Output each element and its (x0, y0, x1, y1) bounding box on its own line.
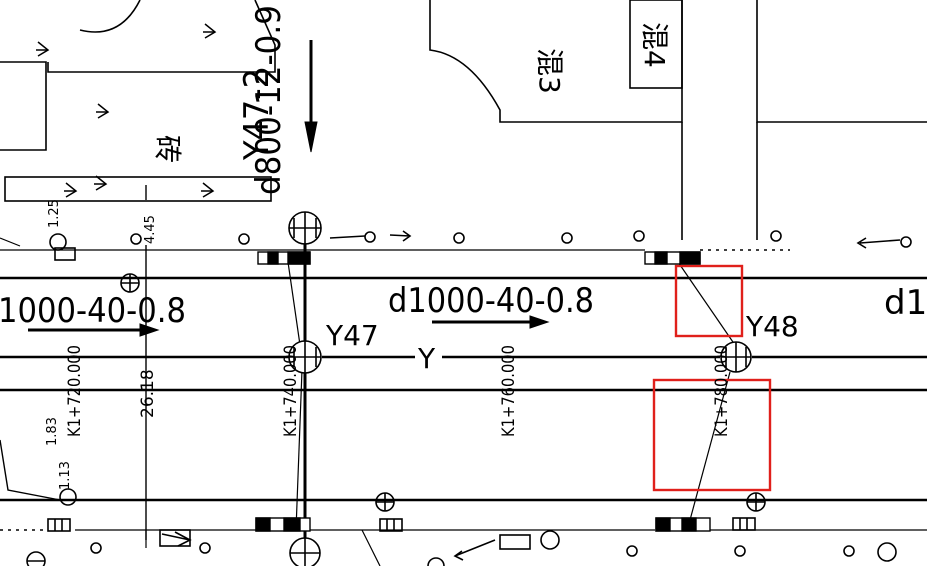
building-label-zhuan: 砖 (151, 135, 184, 163)
node-label-y: Y (417, 342, 436, 375)
pipe-label-left: 1000-40-0.8 (0, 291, 186, 331)
elevation-label-1-25: 1.25 (47, 199, 62, 228)
station-label-780: K1+780.000 (712, 345, 732, 437)
dimension-label-4-45: 4.45 (143, 215, 158, 244)
pipe-label-vertical: d800-12-0.9 (249, 5, 289, 195)
manholes (288, 211, 752, 566)
station-label-740: K1+740.000 (281, 345, 301, 437)
node-label-y48: Y48 (745, 310, 799, 343)
station-label-720: K1+720.000 (65, 345, 85, 437)
site-markers (26, 230, 912, 566)
elevation-label-1-83: 1.83 (45, 417, 60, 446)
inlet-blocks (255, 251, 711, 532)
flow-arrows (28, 40, 550, 337)
node-label-y47-2: Y47-2 (237, 68, 277, 161)
pipe-label-right: d10 (884, 283, 927, 323)
node-label-y47: Y47 (325, 319, 379, 352)
manhole-y47 (288, 340, 322, 374)
highlight-boxes (652, 264, 772, 492)
building-label-hun4: 混4 (638, 22, 671, 68)
elevation-label-1-13: 1.13 (58, 461, 73, 490)
pipe-label-center: d1000-40-0.8 (388, 281, 594, 321)
highlight-box-upper (674, 264, 744, 338)
station-label-760: K1+760.000 (499, 345, 519, 437)
manhole-y47-2 (288, 211, 322, 245)
manhole-y48 (720, 341, 752, 373)
dimension-label-26-18: 26.18 (138, 369, 158, 418)
manhole-bottom (289, 537, 321, 566)
vegetation-marks (36, 23, 217, 198)
highlight-box-lower (652, 378, 772, 492)
building-outlines (0, 0, 927, 240)
building-label-hun3: 混3 (533, 48, 566, 94)
